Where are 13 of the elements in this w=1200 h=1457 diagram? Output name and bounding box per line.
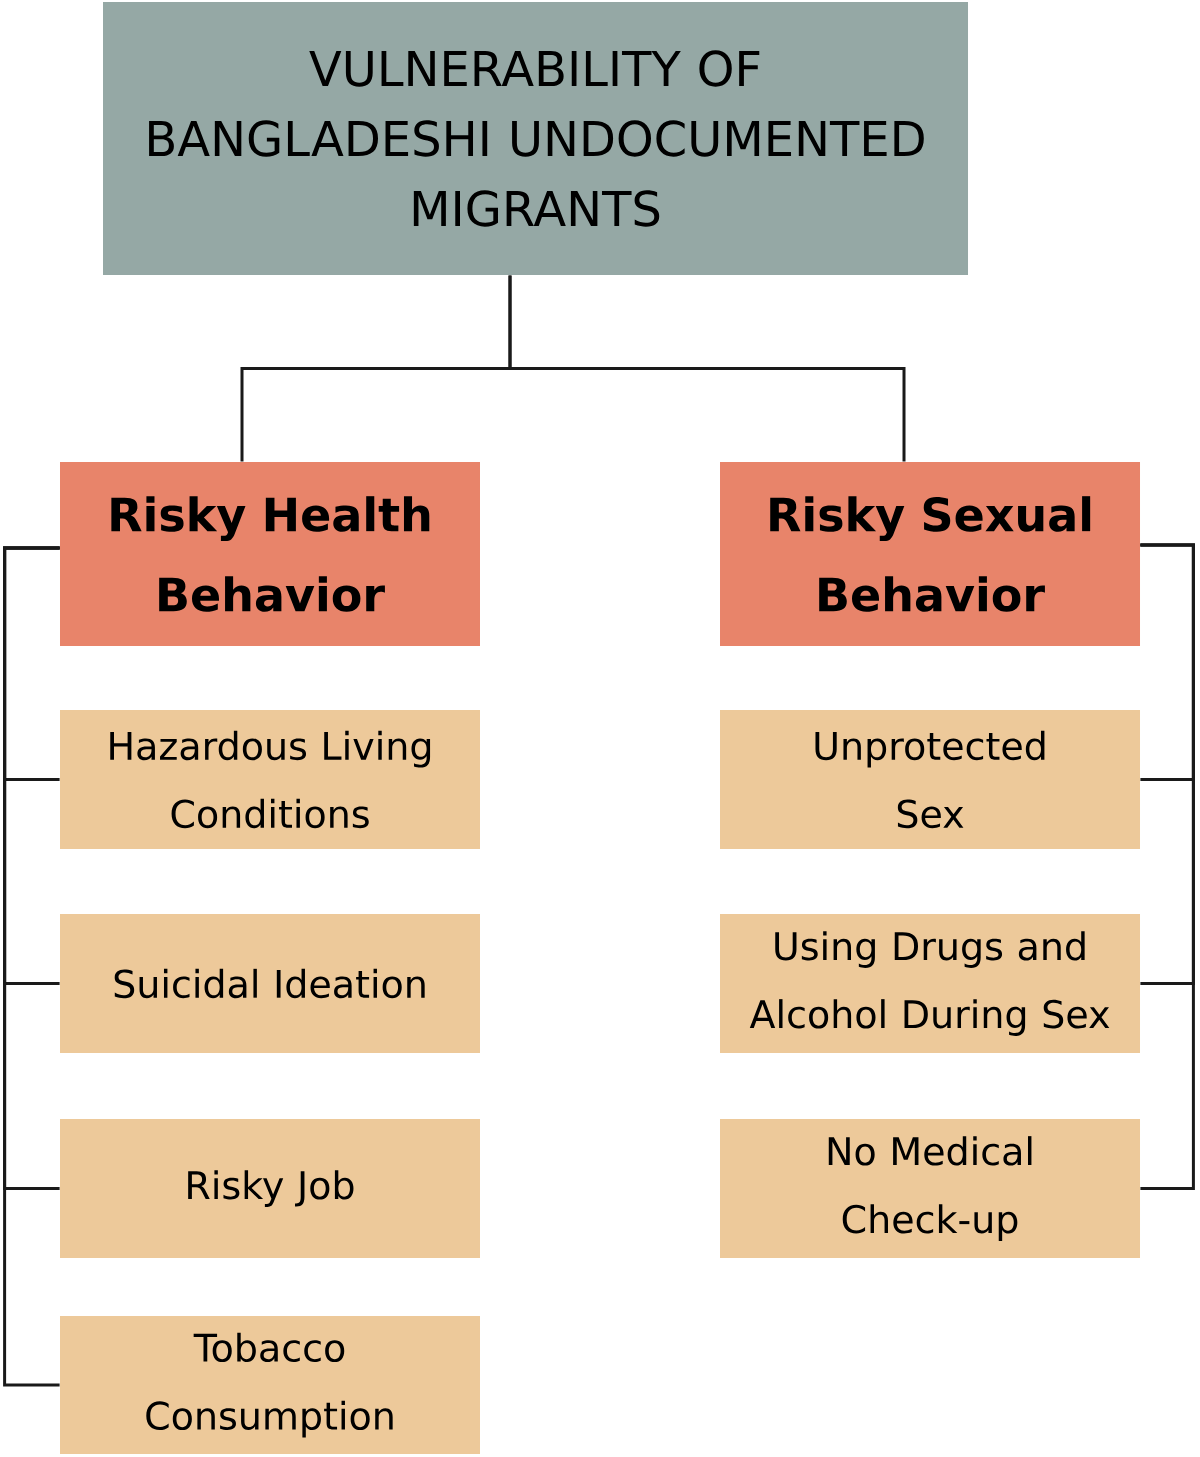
item-box: Suicidal Ideation [60,914,480,1053]
connector-line [3,546,60,1387]
item-box: Tobacco Consumption [60,1316,480,1454]
item-box: Risky Job [60,1119,480,1258]
title-box: VULNERABILITY OF BANGLADESHI UNDOCUMENTED MIGRANTS [103,2,968,275]
item-box: Unprotected Sex [720,710,1140,849]
connector-line [508,275,906,462]
connector-line [1140,543,1195,1190]
category-box: Risky Sexual Behavior [720,462,1140,646]
category-box: Risky Health Behavior [60,462,480,646]
item-box: Hazardous Living Conditions [60,710,480,849]
item-box: No Medical Check-up [720,1119,1140,1258]
item-box: Using Drugs and Alcohol During Sex [720,914,1140,1053]
